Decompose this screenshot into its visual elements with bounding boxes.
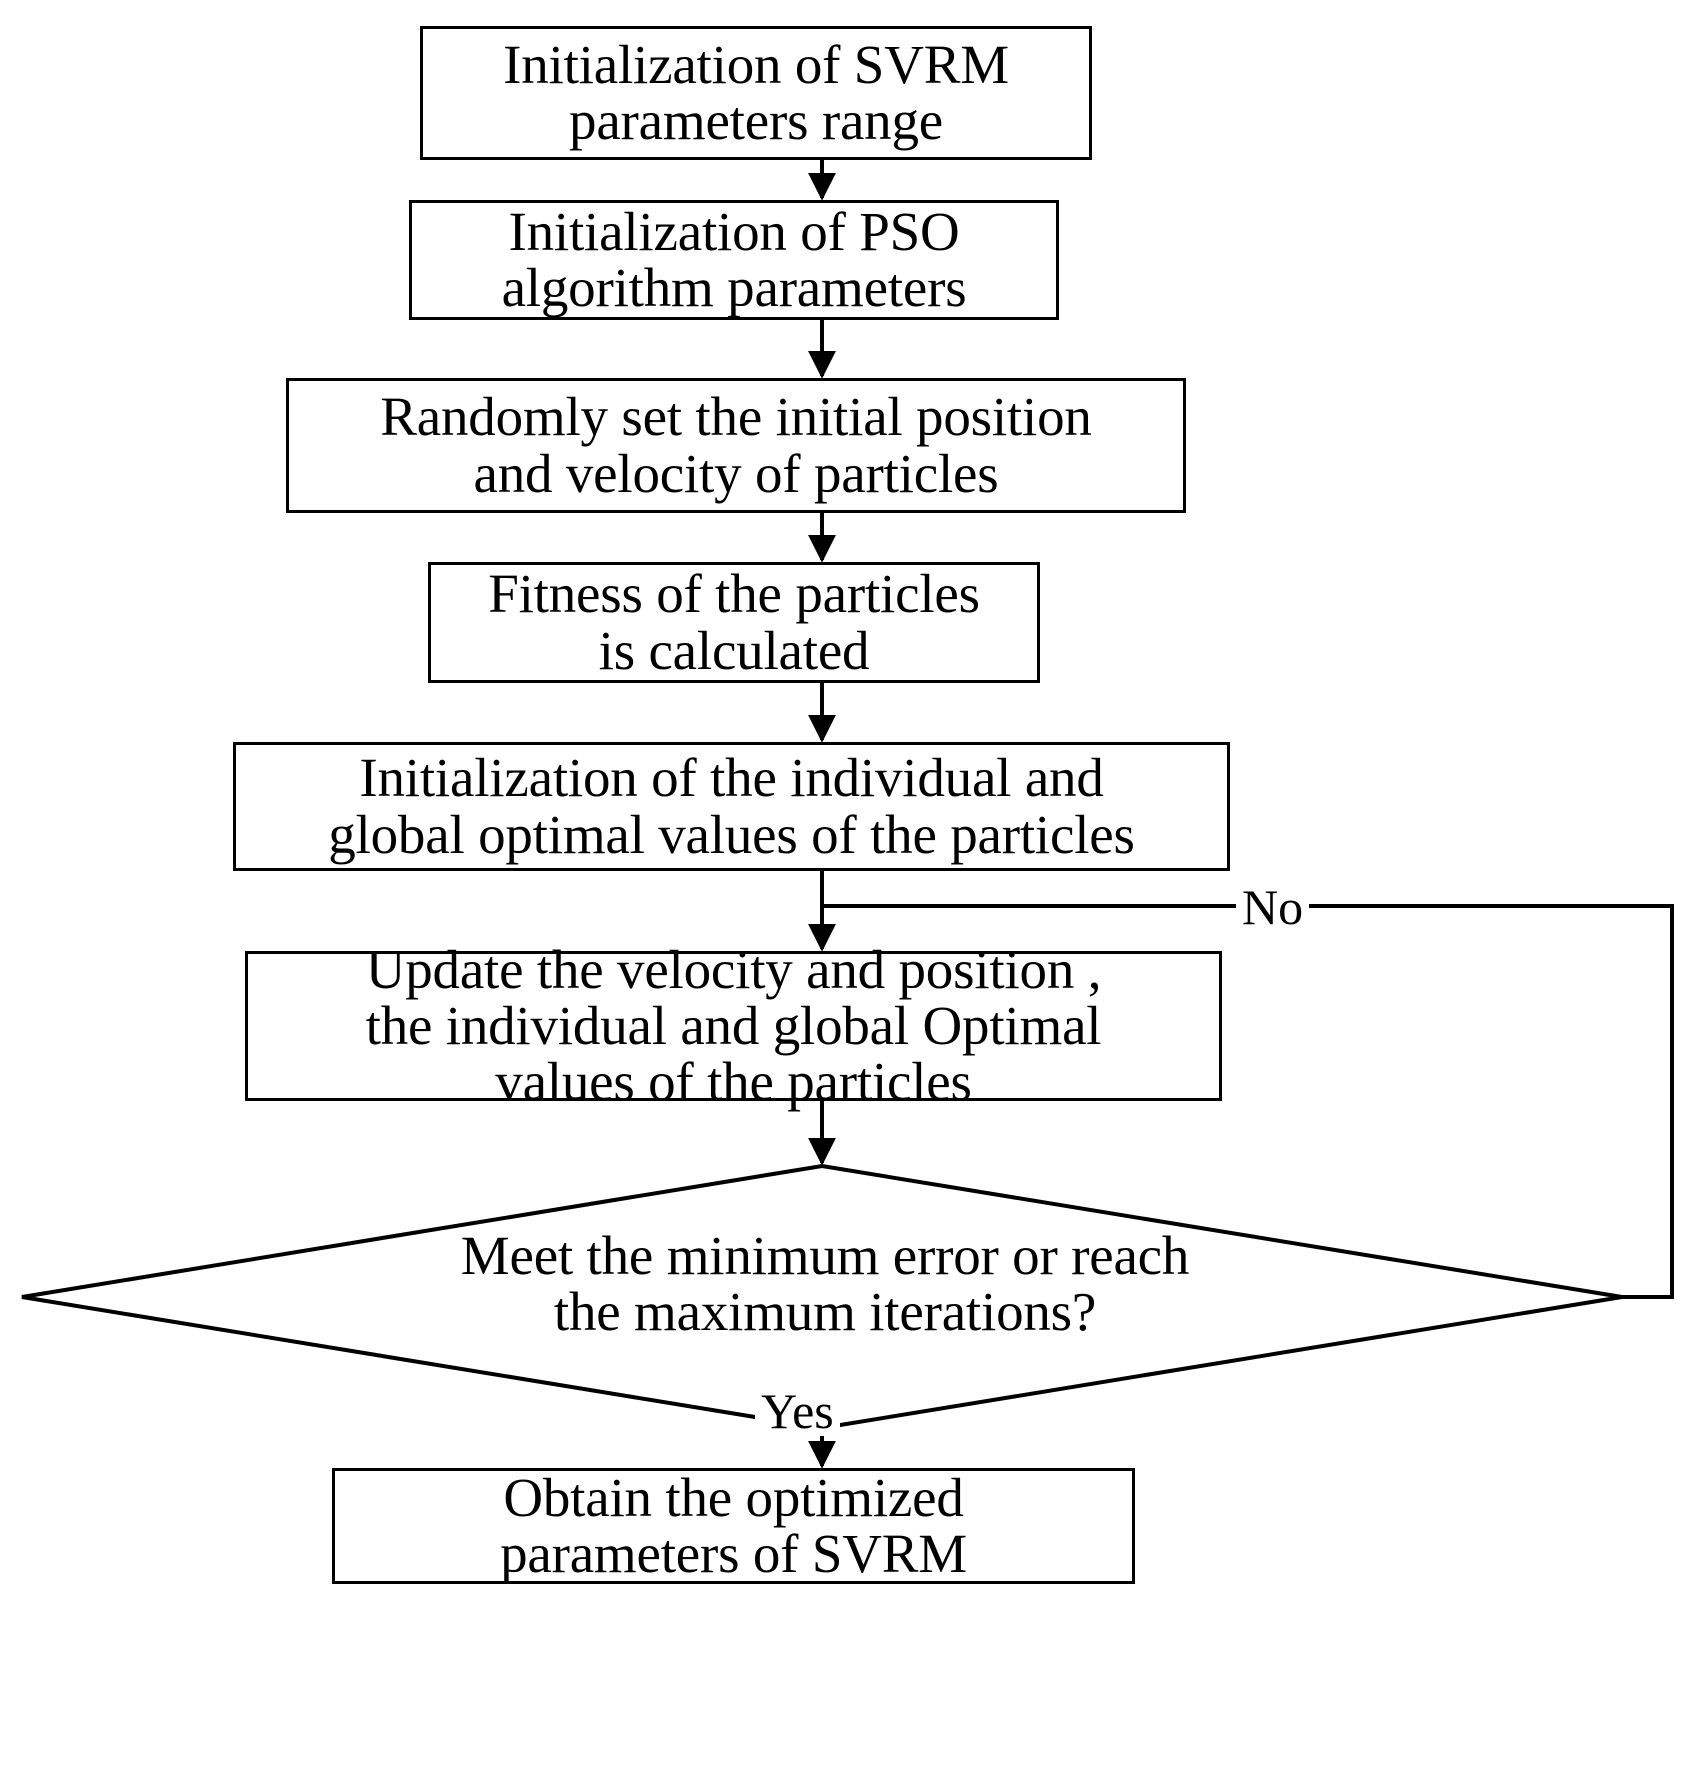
node-random-init-position-velocity[interactable]: Randomly set the initial position and ve…: [286, 378, 1186, 513]
node-label: Initialization of the individual and glo…: [328, 747, 1135, 865]
node-label: Initialization of SVRM parameters range: [503, 33, 1009, 151]
node-label: Initialization of PSO algorithm paramete…: [501, 200, 967, 318]
node-initialization-pso[interactable]: Initialization of PSO algorithm paramete…: [409, 200, 1059, 320]
node-update-velocity-position[interactable]: Update the velocity and position , the i…: [245, 941, 1222, 1110]
node-label: Randomly set the initial position and ve…: [380, 386, 1092, 504]
decision-label: Meet the minimum error or reach the maxi…: [460, 1225, 1190, 1343]
node-label: Obtain the optimized parameters of SVRM: [500, 1466, 967, 1584]
node-label: Fitness of the particles is calculated: [488, 563, 980, 681]
edge-label-yes: Yes: [755, 1386, 840, 1436]
node-label: Update the velocity and position , the i…: [365, 938, 1102, 1113]
node-initialization-svrm[interactable]: Initialization of SVRM parameters range: [420, 26, 1092, 160]
node-init-individual-global-optima[interactable]: Initialization of the individual and glo…: [233, 742, 1230, 871]
edge-label-no: No: [1236, 882, 1310, 932]
node-fitness-calculation[interactable]: Fitness of the particles is calculated: [428, 562, 1040, 683]
node-obtain-optimized-parameters[interactable]: Obtain the optimized parameters of SVRM: [332, 1468, 1135, 1584]
